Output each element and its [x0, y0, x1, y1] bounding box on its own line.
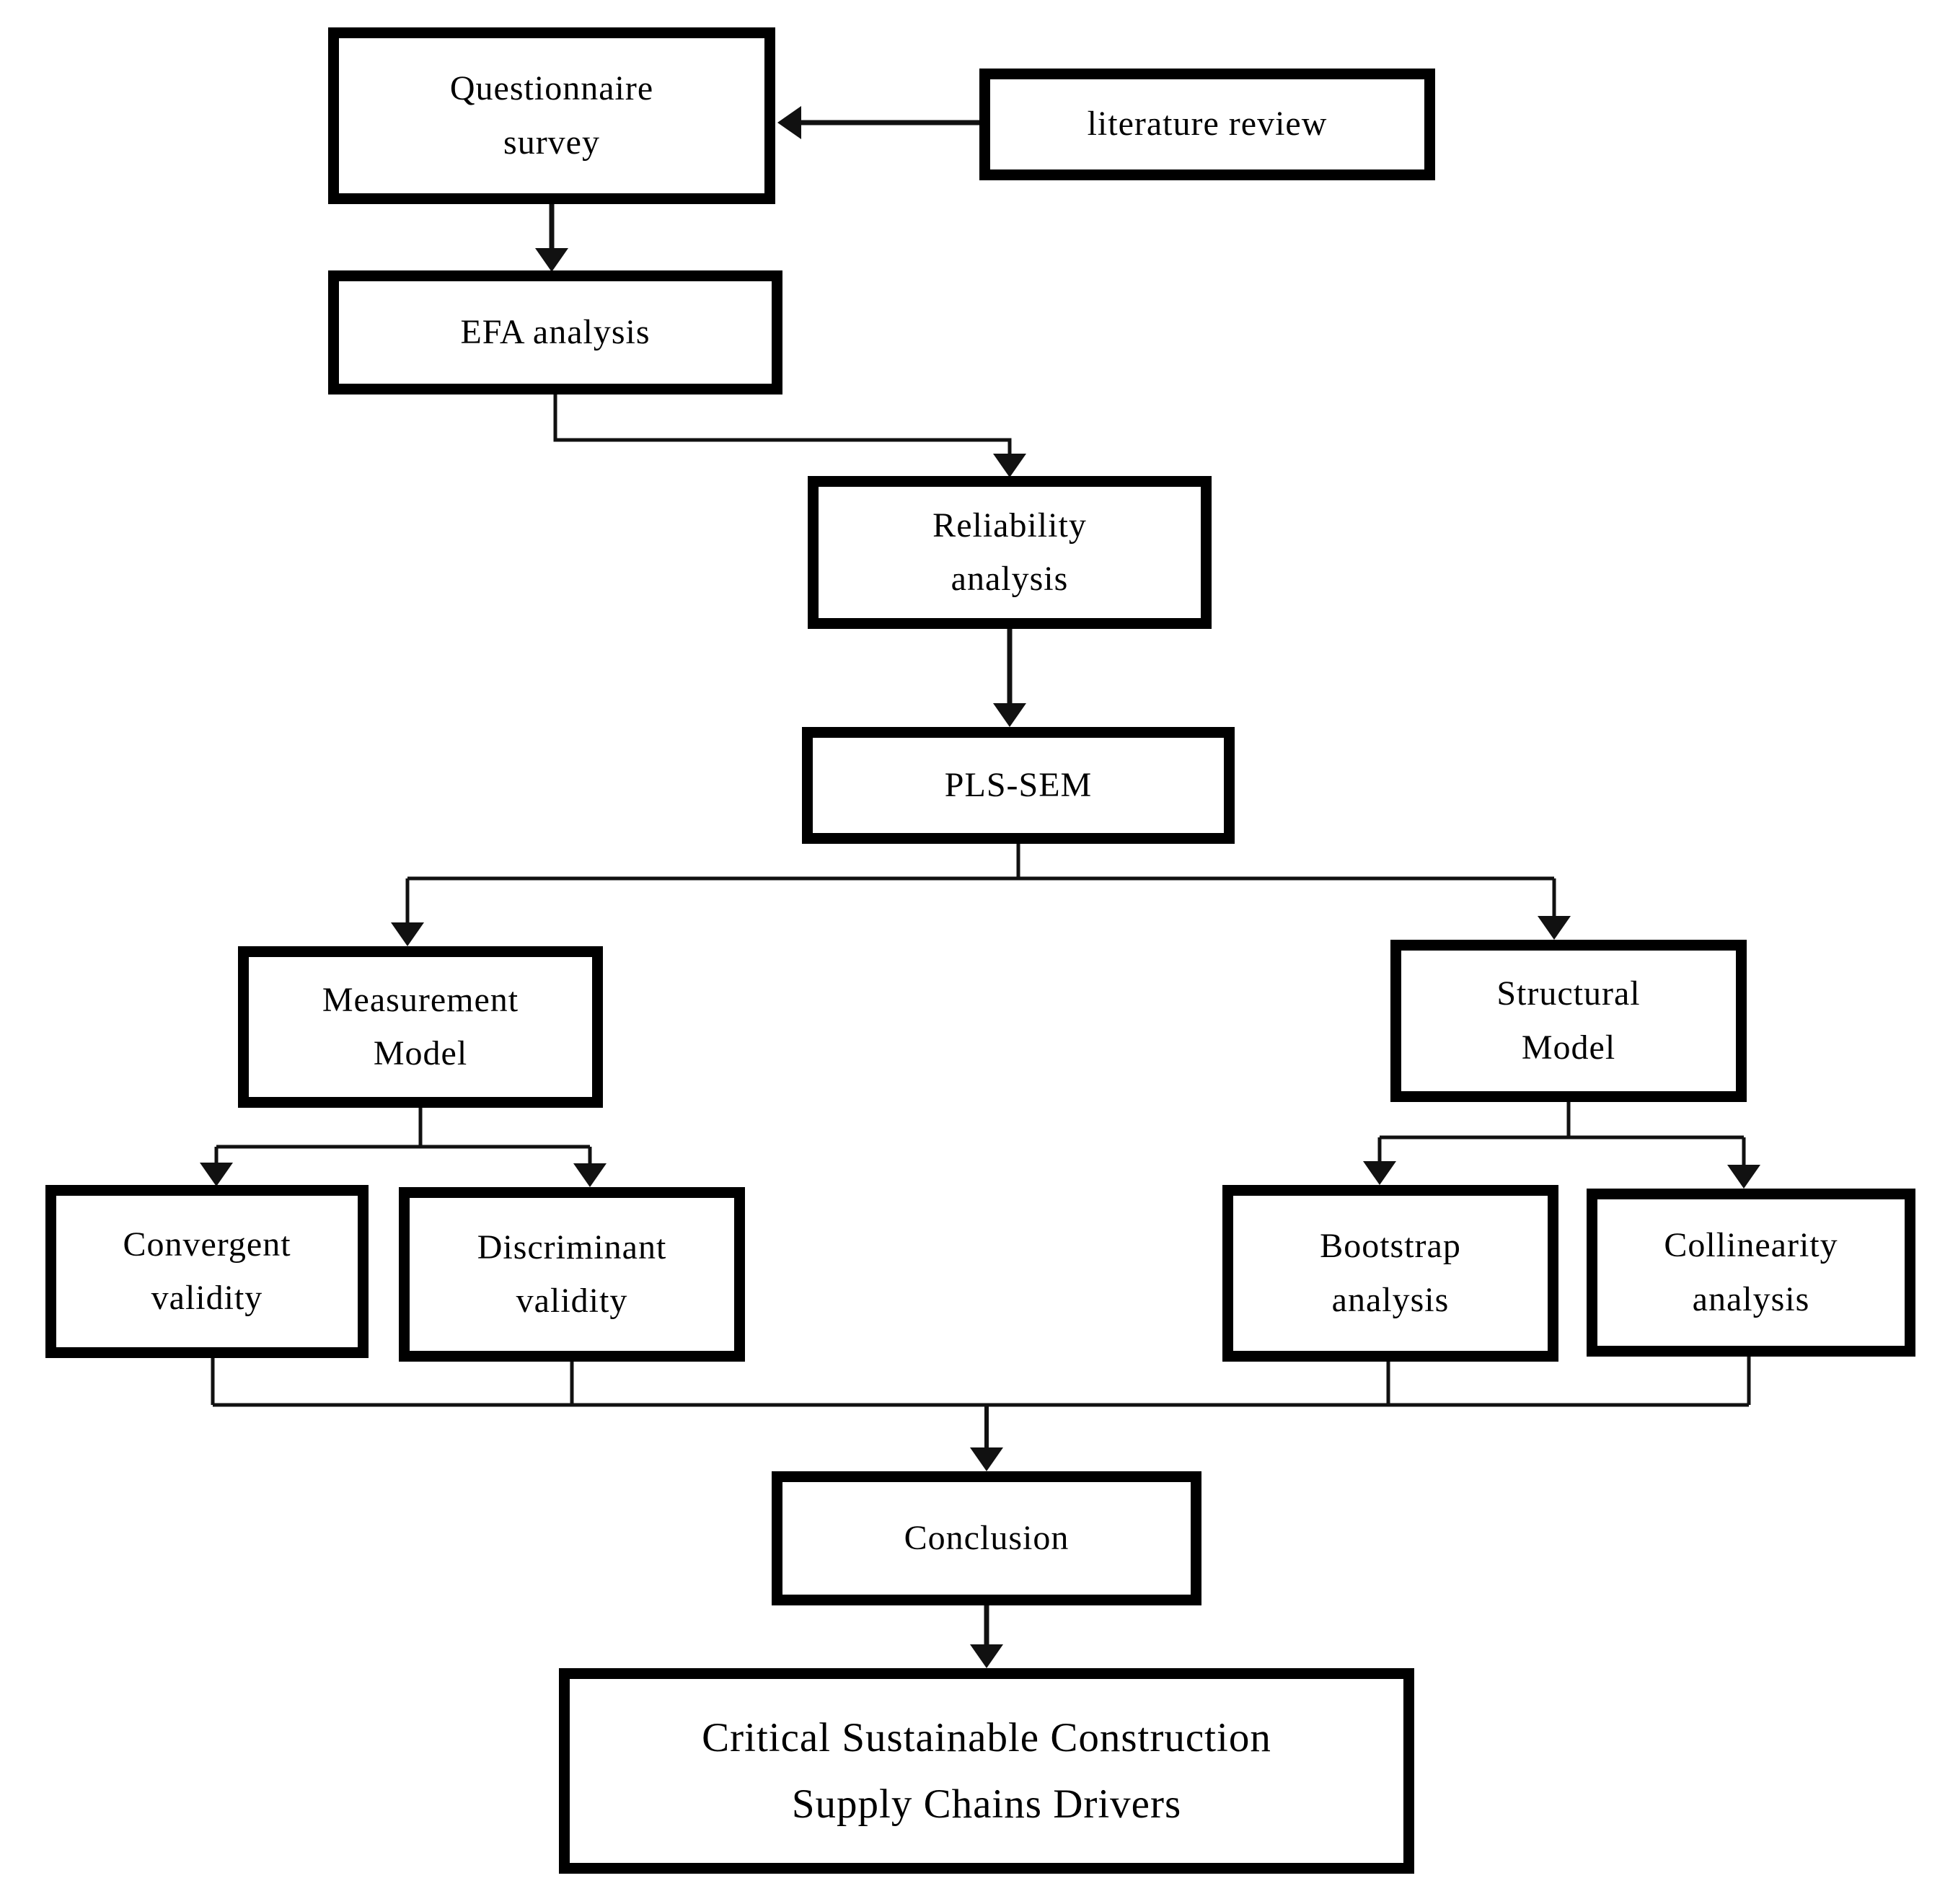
node-label-line: Measurement: [322, 980, 519, 1019]
node-label-line: Supply Chains Drivers: [791, 1781, 1182, 1827]
node-label-line: Reliability: [932, 506, 1087, 545]
edge-efa-to-reliability-line: [553, 395, 1012, 455]
node-label: Discriminant validity: [477, 1221, 667, 1328]
node-label: EFA analysis: [460, 306, 650, 359]
node-label: Structural Model: [1496, 967, 1640, 1075]
node-label-line: validity: [151, 1279, 263, 1317]
arrowhead-down: [1538, 916, 1571, 940]
node-label-line: Model: [1521, 1028, 1616, 1067]
node-label-line: Questionnaire: [449, 69, 654, 108]
node-label-line: Structural: [1496, 974, 1641, 1013]
node-label: Critical Sustainable Construction Supply…: [702, 1705, 1271, 1836]
node-label: Convergent validity: [123, 1218, 291, 1326]
node-pls-sem: PLS-SEM: [802, 727, 1235, 844]
node-label: Questionnaire survey: [450, 62, 653, 169]
node-label-line: Bootstrap: [1320, 1227, 1461, 1266]
node-label-line: Discriminant: [477, 1228, 667, 1266]
arrowhead-down: [993, 454, 1026, 477]
node-label-line: EFA analysis: [460, 312, 651, 351]
node-label-line: Convergent: [123, 1225, 291, 1264]
node-label-line: Model: [373, 1034, 468, 1072]
node-discriminant-validity: Discriminant validity: [399, 1187, 745, 1362]
node-label-line: PLS-SEM: [944, 765, 1093, 804]
node-label: Collinearity analysis: [1664, 1219, 1838, 1326]
node-convergent-validity: Convergent validity: [45, 1185, 369, 1358]
node-label: Measurement Model: [322, 974, 519, 1081]
node-label-line: Critical Sustainable Construction: [702, 1715, 1271, 1761]
arrowhead-down: [200, 1163, 233, 1186]
node-label-line: survey: [503, 123, 600, 162]
node-label-line: validity: [516, 1282, 628, 1320]
node-label-line: analysis: [1331, 1280, 1450, 1319]
node-label: Reliability analysis: [932, 499, 1087, 607]
node-label: Bootstrap analysis: [1320, 1220, 1461, 1327]
node-label-line: analysis: [951, 560, 1069, 598]
node-label: literature review: [1088, 97, 1328, 151]
node-label: Conclusion: [904, 1512, 1070, 1565]
arrowhead-down: [1363, 1161, 1396, 1185]
arrowhead-left: [777, 106, 801, 139]
node-label-line: Conclusion: [904, 1518, 1070, 1557]
node-questionnaire-survey: Questionnaire survey: [328, 27, 775, 204]
node-collinearity-analysis: Collinearity analysis: [1587, 1189, 1915, 1357]
node-measurement-model: Measurement Model: [238, 946, 603, 1108]
arrowhead-down: [1727, 1165, 1760, 1189]
node-label-line: Collinearity: [1664, 1226, 1838, 1265]
node-conclusion: Conclusion: [772, 1471, 1201, 1605]
arrowhead-down: [535, 248, 568, 272]
node-efa-analysis: EFA analysis: [328, 270, 782, 395]
node-bootstrap-analysis: Bootstrap analysis: [1222, 1185, 1558, 1362]
node-reliability-analysis: Reliability analysis: [808, 476, 1212, 629]
node-label-line: analysis: [1692, 1279, 1810, 1318]
node-label-line: literature review: [1087, 105, 1328, 144]
arrowhead-down: [573, 1163, 607, 1187]
node-literature-review: literature review: [979, 69, 1435, 180]
node-critical-sustainable-construction-supply-chains-drivers: Critical Sustainable Construction Supply…: [559, 1668, 1414, 1874]
node-label: PLS-SEM: [945, 759, 1092, 812]
arrowhead-down: [970, 1644, 1003, 1668]
node-structural-model: Structural Model: [1390, 940, 1747, 1102]
arrowhead-down: [391, 922, 424, 946]
arrowhead-down: [993, 703, 1026, 727]
arrowhead-down: [970, 1447, 1003, 1471]
